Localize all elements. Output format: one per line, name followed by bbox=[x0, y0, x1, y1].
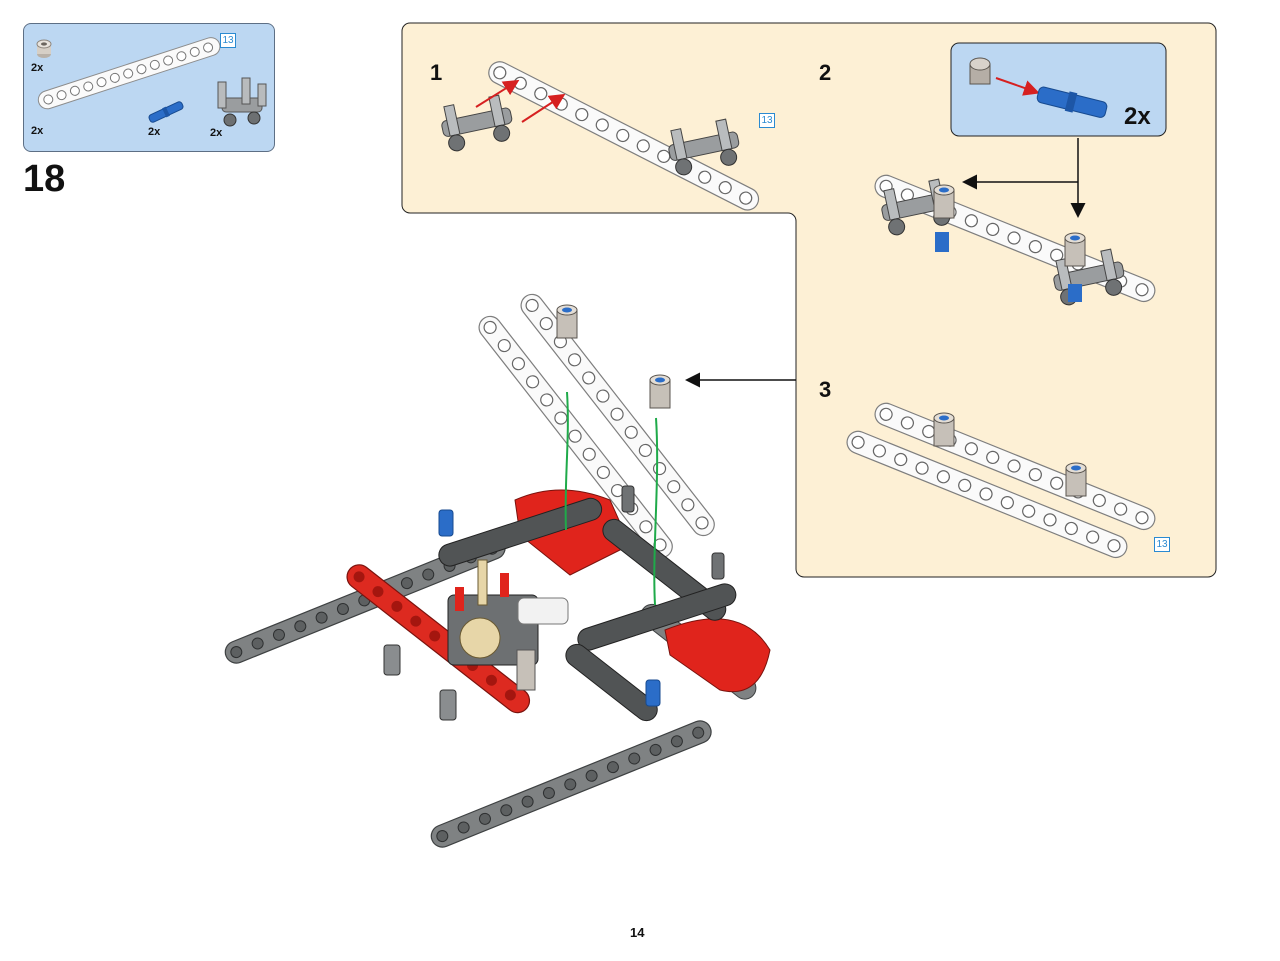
beam-length-badge: 13 bbox=[220, 33, 236, 48]
blue-pins bbox=[383, 485, 725, 721]
red-curve-front bbox=[664, 618, 771, 693]
gray-cross-beams bbox=[438, 497, 737, 722]
substep2-inset bbox=[950, 42, 1167, 137]
qty-connector: 2x bbox=[210, 127, 223, 139]
substep-2-number: 2 bbox=[819, 60, 832, 85]
parts-list-box: 2x 2x 2x 2x 13 bbox=[23, 23, 275, 152]
step-number: 18 bbox=[23, 158, 66, 200]
green-guide-left bbox=[564, 391, 569, 531]
blue-pin-part bbox=[148, 101, 184, 123]
inset-bush bbox=[969, 57, 991, 85]
connector-part bbox=[217, 77, 267, 127]
white-beam-part bbox=[37, 37, 221, 110]
qty-beam: 2x bbox=[31, 125, 44, 137]
substep1-length-badge: 13 bbox=[759, 113, 775, 128]
substep-1-number: 1 bbox=[430, 60, 443, 85]
inset-blue-pin bbox=[1036, 86, 1108, 118]
bush-part bbox=[36, 39, 52, 58]
qty-pin: 2x bbox=[148, 126, 161, 138]
substep-panel bbox=[401, 22, 1217, 578]
parts-list-graphics bbox=[36, 37, 267, 127]
qty-bush: 2x bbox=[31, 62, 44, 74]
gearbox bbox=[447, 559, 569, 691]
substep3-length-badge: 13 bbox=[1154, 537, 1170, 552]
green-guide-right bbox=[653, 417, 659, 606]
substep-3-number: 3 bbox=[819, 377, 832, 402]
page-number: 14 bbox=[630, 925, 645, 940]
inset-quantity: 2x bbox=[1124, 103, 1151, 130]
